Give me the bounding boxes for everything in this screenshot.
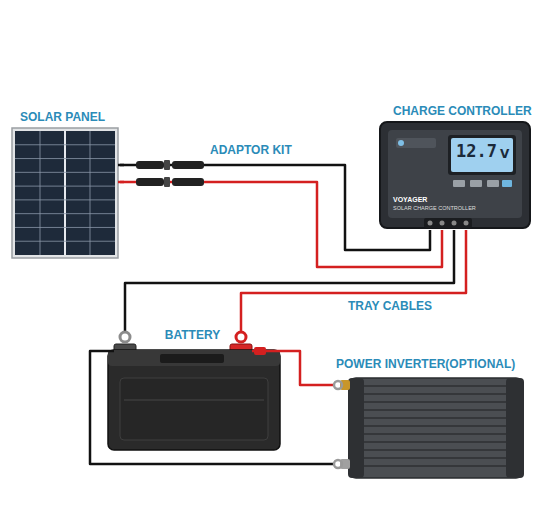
component-heading: BATTERY: [165, 328, 220, 342]
mc4-connectors: [136, 160, 204, 187]
ring-lugs: [100, 322, 342, 468]
product-subtitle: SOLAR CHARGE CONTROLLER: [393, 205, 476, 211]
lcd-unit: V: [500, 148, 509, 161]
cable-label: ADAPTOR KIT: [210, 143, 292, 157]
wire: [285, 351, 333, 385]
cable-label: TRAY CABLES: [348, 299, 432, 313]
inverter-illustration: [340, 378, 524, 478]
wire: [120, 165, 430, 250]
wire: [90, 351, 333, 464]
product-name: VOYAGER: [393, 196, 427, 204]
solar-panel-illustration: [12, 128, 124, 258]
wire: [125, 230, 454, 322]
component-heading: POWER INVERTER(OPTIONAL): [336, 357, 515, 371]
component-node: BATTERY: [100, 322, 285, 452]
charge-controller-illustration: [380, 122, 530, 228]
component-heading: CHARGE CONTROLLER: [393, 104, 532, 118]
component-node: SOLAR PANEL: [10, 106, 120, 258]
battery-illustration: [108, 344, 280, 450]
lcd-reading: 12.7: [456, 142, 497, 161]
wire: [120, 182, 442, 267]
wire: [241, 230, 466, 322]
component-heading: SOLAR PANEL: [20, 110, 105, 124]
component-node: POWER INVERTER(OPTIONAL): [333, 352, 530, 482]
